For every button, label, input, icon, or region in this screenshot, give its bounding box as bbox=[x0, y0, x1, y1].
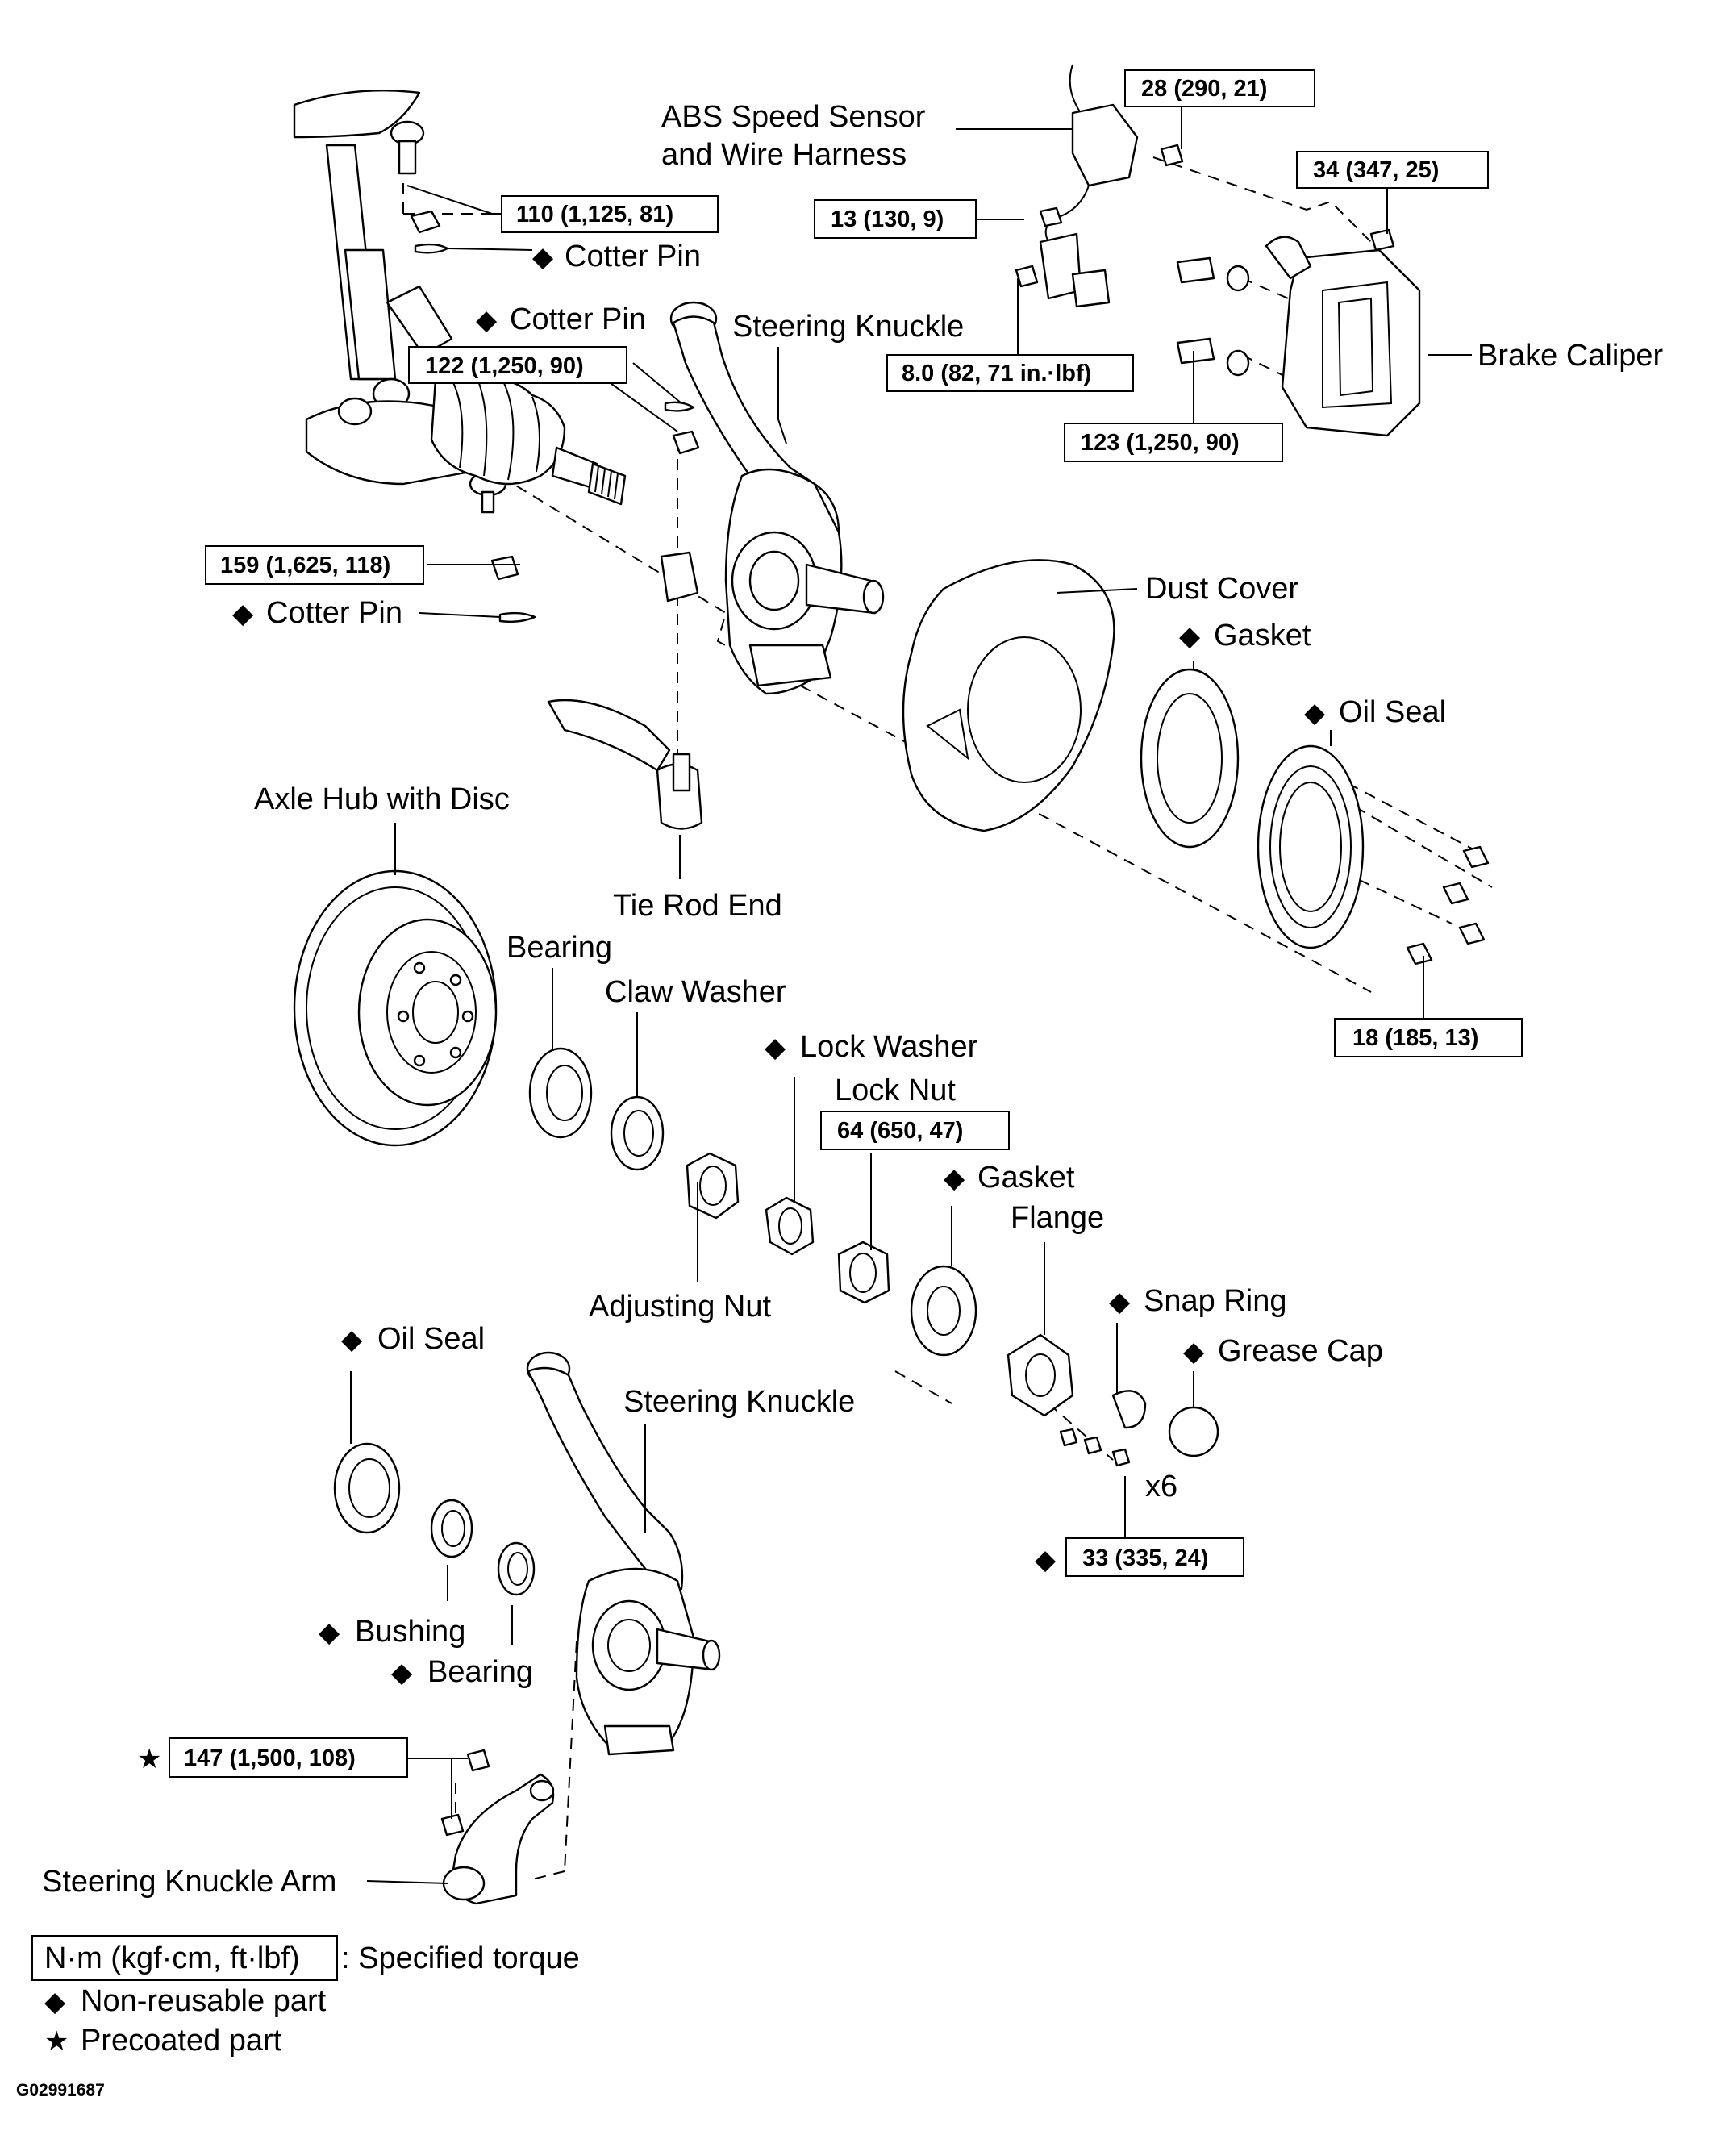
label-bearing-2: Bearing bbox=[427, 1655, 533, 1689]
torque-box-34: 34 (347, 25) bbox=[1296, 151, 1489, 189]
label-steering-knuckle-arm: Steering Knuckle Arm bbox=[42, 1865, 336, 1899]
non-reusable-marker: ◆ bbox=[1183, 1337, 1205, 1367]
precoated-marker: ★ bbox=[137, 1744, 161, 1774]
label-steering-knuckle-upper: Steering Knuckle bbox=[732, 310, 964, 344]
non-reusable-marker: ◆ bbox=[1109, 1287, 1131, 1317]
abs-sensor-assembly bbox=[1015, 64, 1184, 308]
svg-text:64 (650, 47): 64 (650, 47) bbox=[837, 1118, 963, 1144]
upper-steering-knuckle bbox=[660, 301, 885, 695]
label-oil-seal-1: Oil Seal bbox=[1339, 695, 1446, 729]
tie-rod-end bbox=[547, 699, 703, 830]
legend-precoated-marker: ★ bbox=[44, 2026, 69, 2057]
label-lock-washer: Lock Washer bbox=[800, 1030, 978, 1064]
part-markers: ◆ ◆ ◆ ◆ ◆ ◆ ◆ ◆ ◆ ◆ ◆ ◆ ◆ ★ bbox=[137, 242, 1326, 1774]
non-reusable-marker: ◆ bbox=[319, 1617, 340, 1648]
label-gasket-1: Gasket bbox=[1214, 619, 1311, 653]
brake-caliper-assembly bbox=[1176, 228, 1421, 437]
torque-box-8: 8.0 (82, 71 in.·lbf) bbox=[886, 354, 1134, 392]
label-cotter-pin-3: Cotter Pin bbox=[266, 596, 402, 630]
torque-box-64: 64 (650, 47) bbox=[820, 1111, 1010, 1150]
label-axle-hub: Axle Hub with Disc bbox=[254, 782, 510, 816]
non-reusable-marker: ◆ bbox=[232, 598, 254, 629]
lower-steering-knuckle-group bbox=[333, 1351, 721, 1756]
non-reusable-marker: ◆ bbox=[765, 1032, 786, 1063]
torque-box-33: 33 (335, 24) bbox=[1065, 1537, 1244, 1577]
gasket-upper bbox=[1140, 668, 1240, 849]
svg-text:123 (1,250, 90): 123 (1,250, 90) bbox=[1081, 430, 1240, 456]
svg-text:159 (1,625, 118): 159 (1,625, 118) bbox=[220, 553, 390, 578]
label-adjusting-nut: Adjusting Nut bbox=[589, 1290, 771, 1324]
leader-lines bbox=[350, 101, 1472, 1884]
oil-seal-bolts bbox=[1406, 845, 1490, 965]
label-flange: Flange bbox=[1011, 1201, 1104, 1235]
axle-hub-with-disc bbox=[293, 869, 498, 1147]
svg-text:34 (347, 25): 34 (347, 25) bbox=[1313, 157, 1439, 183]
non-reusable-marker: ◆ bbox=[1179, 621, 1201, 652]
oil-seal-upper bbox=[1257, 744, 1365, 949]
non-reusable-marker: ◆ bbox=[476, 305, 498, 336]
legend-non-reusable: Non-reusable part bbox=[81, 1984, 327, 2018]
label-abs-sensor-line2: and Wire Harness bbox=[661, 138, 907, 172]
label-grease-cap: Grease Cap bbox=[1218, 1334, 1383, 1368]
torque-box-147: 147 (1,500, 108) bbox=[169, 1737, 408, 1778]
label-gasket-2: Gasket bbox=[977, 1161, 1075, 1195]
svg-text:33 (335, 24): 33 (335, 24) bbox=[1082, 1545, 1208, 1571]
torque-box-110: 110 (1,125, 81) bbox=[501, 195, 719, 233]
legend-units-box: N·m (kgf·cm, ft·lbf) bbox=[44, 1941, 300, 1975]
label-abs-sensor-line1: ABS Speed Sensor bbox=[661, 100, 926, 134]
non-reusable-marker: ◆ bbox=[341, 1324, 363, 1355]
steering-knuckle-arm bbox=[440, 1749, 555, 1905]
label-x6: x6 bbox=[1145, 1470, 1177, 1503]
non-reusable-marker: ◆ bbox=[1304, 698, 1326, 728]
label-tie-rod-end: Tie Rod End bbox=[613, 889, 782, 923]
torque-box-13: 13 (130, 9) bbox=[814, 199, 977, 239]
label-dust-cover: Dust Cover bbox=[1145, 572, 1298, 606]
suspension-assembly bbox=[293, 89, 700, 623]
dust-cover bbox=[902, 559, 1115, 832]
non-reusable-marker: ◆ bbox=[944, 1163, 965, 1194]
label-oil-seal-2: Oil Seal bbox=[377, 1322, 485, 1356]
label-lock-nut: Lock Nut bbox=[835, 1074, 956, 1107]
label-brake-caliper: Brake Caliper bbox=[1478, 339, 1664, 373]
label-claw-washer: Claw Washer bbox=[605, 975, 786, 1009]
non-reusable-marker: ◆ bbox=[391, 1658, 413, 1688]
hub-bearing-stack bbox=[528, 1047, 1219, 1467]
svg-text:8.0 (82, 71 in.·lbf): 8.0 (82, 71 in.·lbf) bbox=[902, 361, 1091, 386]
legend-non-reusable-marker: ◆ bbox=[44, 1987, 66, 2017]
part-labels: ABS Speed Sensor and Wire Harness Brake … bbox=[42, 100, 1664, 1899]
legend-units: N·m (kgf·cm, ft·lbf) : Specified torque bbox=[31, 1935, 580, 1981]
label-cotter-pin-1: Cotter Pin bbox=[565, 240, 701, 273]
torque-box-159: 159 (1,625, 118) bbox=[205, 545, 424, 585]
torque-box-123: 123 (1,250, 90) bbox=[1064, 423, 1283, 462]
svg-text:122 (1,250, 90): 122 (1,250, 90) bbox=[425, 353, 584, 379]
torque-specs: 28 (290, 21) 34 (347, 25) 13 (130, 9) 11… bbox=[169, 69, 1523, 1778]
svg-text:18 (185, 13): 18 (185, 13) bbox=[1352, 1025, 1478, 1051]
svg-text:147 (1,500, 108): 147 (1,500, 108) bbox=[184, 1745, 356, 1771]
torque-box-122: 122 (1,250, 90) bbox=[408, 346, 627, 384]
non-reusable-marker: ◆ bbox=[532, 242, 554, 273]
svg-text:28 (290, 21): 28 (290, 21) bbox=[1141, 76, 1267, 102]
torque-box-28: 28 (290, 21) bbox=[1124, 69, 1315, 107]
label-bearing-1: Bearing bbox=[506, 931, 612, 965]
label-bushing: Bushing bbox=[355, 1615, 465, 1649]
label-snap-ring: Snap Ring bbox=[1144, 1284, 1286, 1318]
label-steering-knuckle-lower: Steering Knuckle bbox=[623, 1385, 855, 1419]
svg-text:110 (1,125, 81): 110 (1,125, 81) bbox=[516, 202, 673, 227]
torque-box-18: 18 (185, 13) bbox=[1334, 1018, 1523, 1057]
legend-precoated: Precoated part bbox=[81, 2024, 282, 2058]
label-cotter-pin-2: Cotter Pin bbox=[510, 302, 646, 336]
non-reusable-marker: ◆ bbox=[1035, 1545, 1057, 1575]
svg-text:13 (130, 9): 13 (130, 9) bbox=[831, 206, 944, 232]
legend: N·m (kgf·cm, ft·lbf) : Specified torque … bbox=[31, 1935, 580, 2058]
legend-units-desc: : Specified torque bbox=[341, 1941, 580, 1975]
figure-id: G02991687 bbox=[16, 2081, 105, 2100]
